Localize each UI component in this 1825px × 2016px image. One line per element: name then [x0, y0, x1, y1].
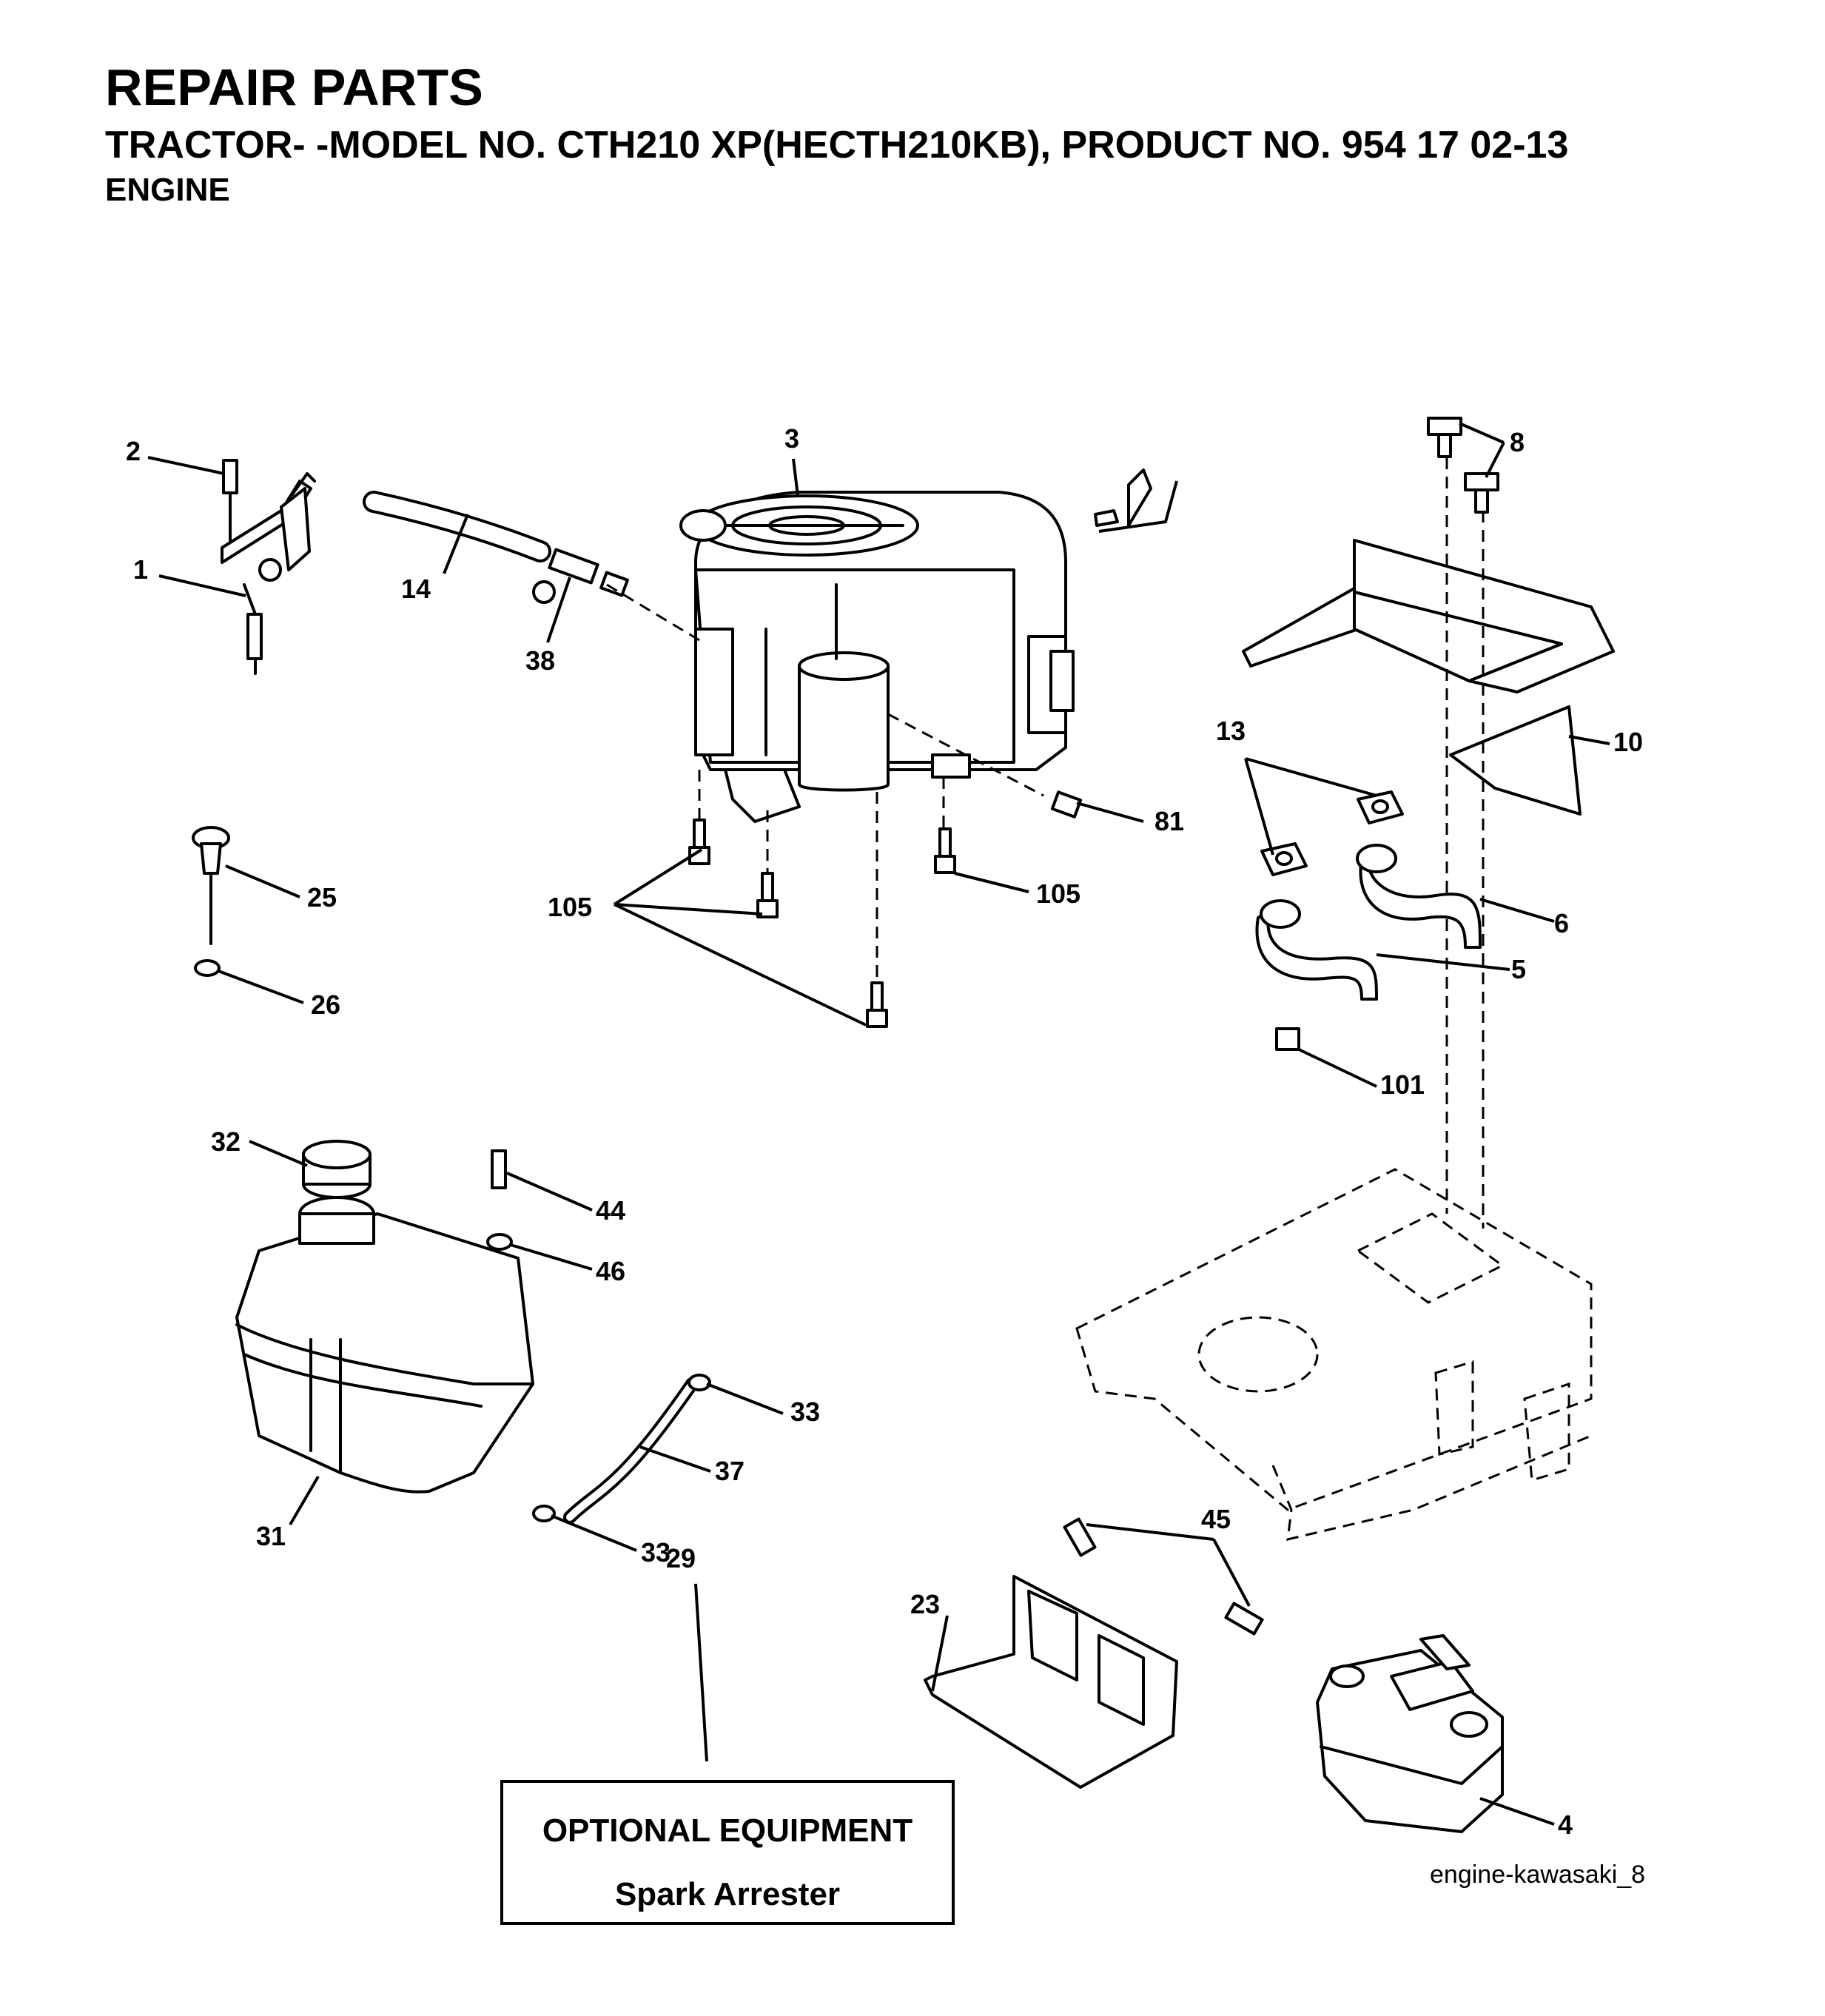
callout-33-top: 33 [790, 1397, 820, 1427]
muffler [1316, 1634, 1504, 1833]
optional-equipment-heading: OPTIONAL EQUIPMENT [542, 1812, 913, 1849]
gasket-13b [1260, 842, 1308, 876]
optional-equipment-box: OPTIONAL EQUIPMENT Spark Arrester [500, 1780, 955, 1925]
callout-101: 101 [1380, 1069, 1425, 1100]
screw-45b [1224, 1602, 1264, 1636]
callout-26: 26 [311, 989, 340, 1020]
screw-44 [491, 1149, 507, 1189]
fitting-38 [548, 548, 599, 585]
throttle-bracket [221, 459, 316, 675]
callout-8: 8 [1510, 427, 1525, 457]
gasket-13a [1357, 790, 1404, 824]
bolts-105 [688, 819, 956, 1028]
callout-31: 31 [256, 1521, 286, 1551]
exhaust-pipes [1255, 790, 1482, 1051]
callout-13: 13 [1216, 716, 1246, 746]
engine [679, 491, 1075, 823]
callout-44: 44 [596, 1195, 625, 1226]
callout-45: 45 [1201, 1504, 1231, 1534]
callout-4: 4 [1558, 1810, 1573, 1840]
callout-33-bottom: 33 [641, 1537, 670, 1568]
fuel-line [363, 491, 629, 604]
callout-2: 2 [126, 436, 141, 466]
callout-25: 25 [307, 882, 337, 913]
dipstick [192, 826, 230, 977]
frame-outline [1075, 1168, 1593, 1541]
callout-105-right: 105 [1036, 878, 1080, 909]
heat-shield [1094, 417, 1615, 816]
oil-fill-cap [679, 509, 727, 542]
diagram-reference: engine-kawasaki_8 [1430, 1861, 1646, 1889]
model-line: TRACTOR- -MODEL NO. CTH210 XP(HECTH210KB… [105, 124, 1569, 167]
muffler-shield [924, 1517, 1264, 1789]
callout-1: 1 [133, 554, 148, 585]
callout-10: 10 [1613, 727, 1643, 757]
callout-37: 37 [715, 1456, 745, 1486]
callout-81: 81 [1155, 806, 1184, 836]
nut-81 [1050, 790, 1083, 819]
callout-46: 46 [596, 1256, 625, 1286]
spark-arrester-label: Spark Arrester [614, 1876, 841, 1912]
callout-3: 3 [784, 423, 799, 454]
fuel-hose [532, 1374, 711, 1524]
callout-5: 5 [1511, 954, 1526, 984]
washer-46 [486, 1233, 513, 1251]
washer-26 [194, 959, 221, 977]
callout-105-left: 105 [548, 892, 592, 922]
section-title: ENGINE [105, 172, 230, 208]
screw-45a [1063, 1517, 1097, 1557]
pipe-6 [1359, 850, 1482, 949]
callout-38: 38 [525, 645, 555, 676]
callout-14: 14 [401, 574, 431, 604]
callout-6: 6 [1554, 908, 1569, 938]
pipe-5 [1255, 909, 1378, 1001]
callout-29: 29 [666, 1543, 696, 1573]
nut-101 [1275, 1027, 1300, 1051]
fuel-tank [235, 1140, 534, 1493]
page-title: REPAIR PARTS [105, 58, 483, 116]
screw-2 [222, 459, 238, 494]
oil-filter [798, 665, 890, 792]
leader-lines [147, 422, 1610, 1826]
callout-labels: 2 1 3 14 38 81 105 105 25 26 8 10 13 6 5… [126, 423, 1643, 1840]
callout-32: 32 [211, 1126, 241, 1157]
callout-23: 23 [910, 1589, 940, 1619]
